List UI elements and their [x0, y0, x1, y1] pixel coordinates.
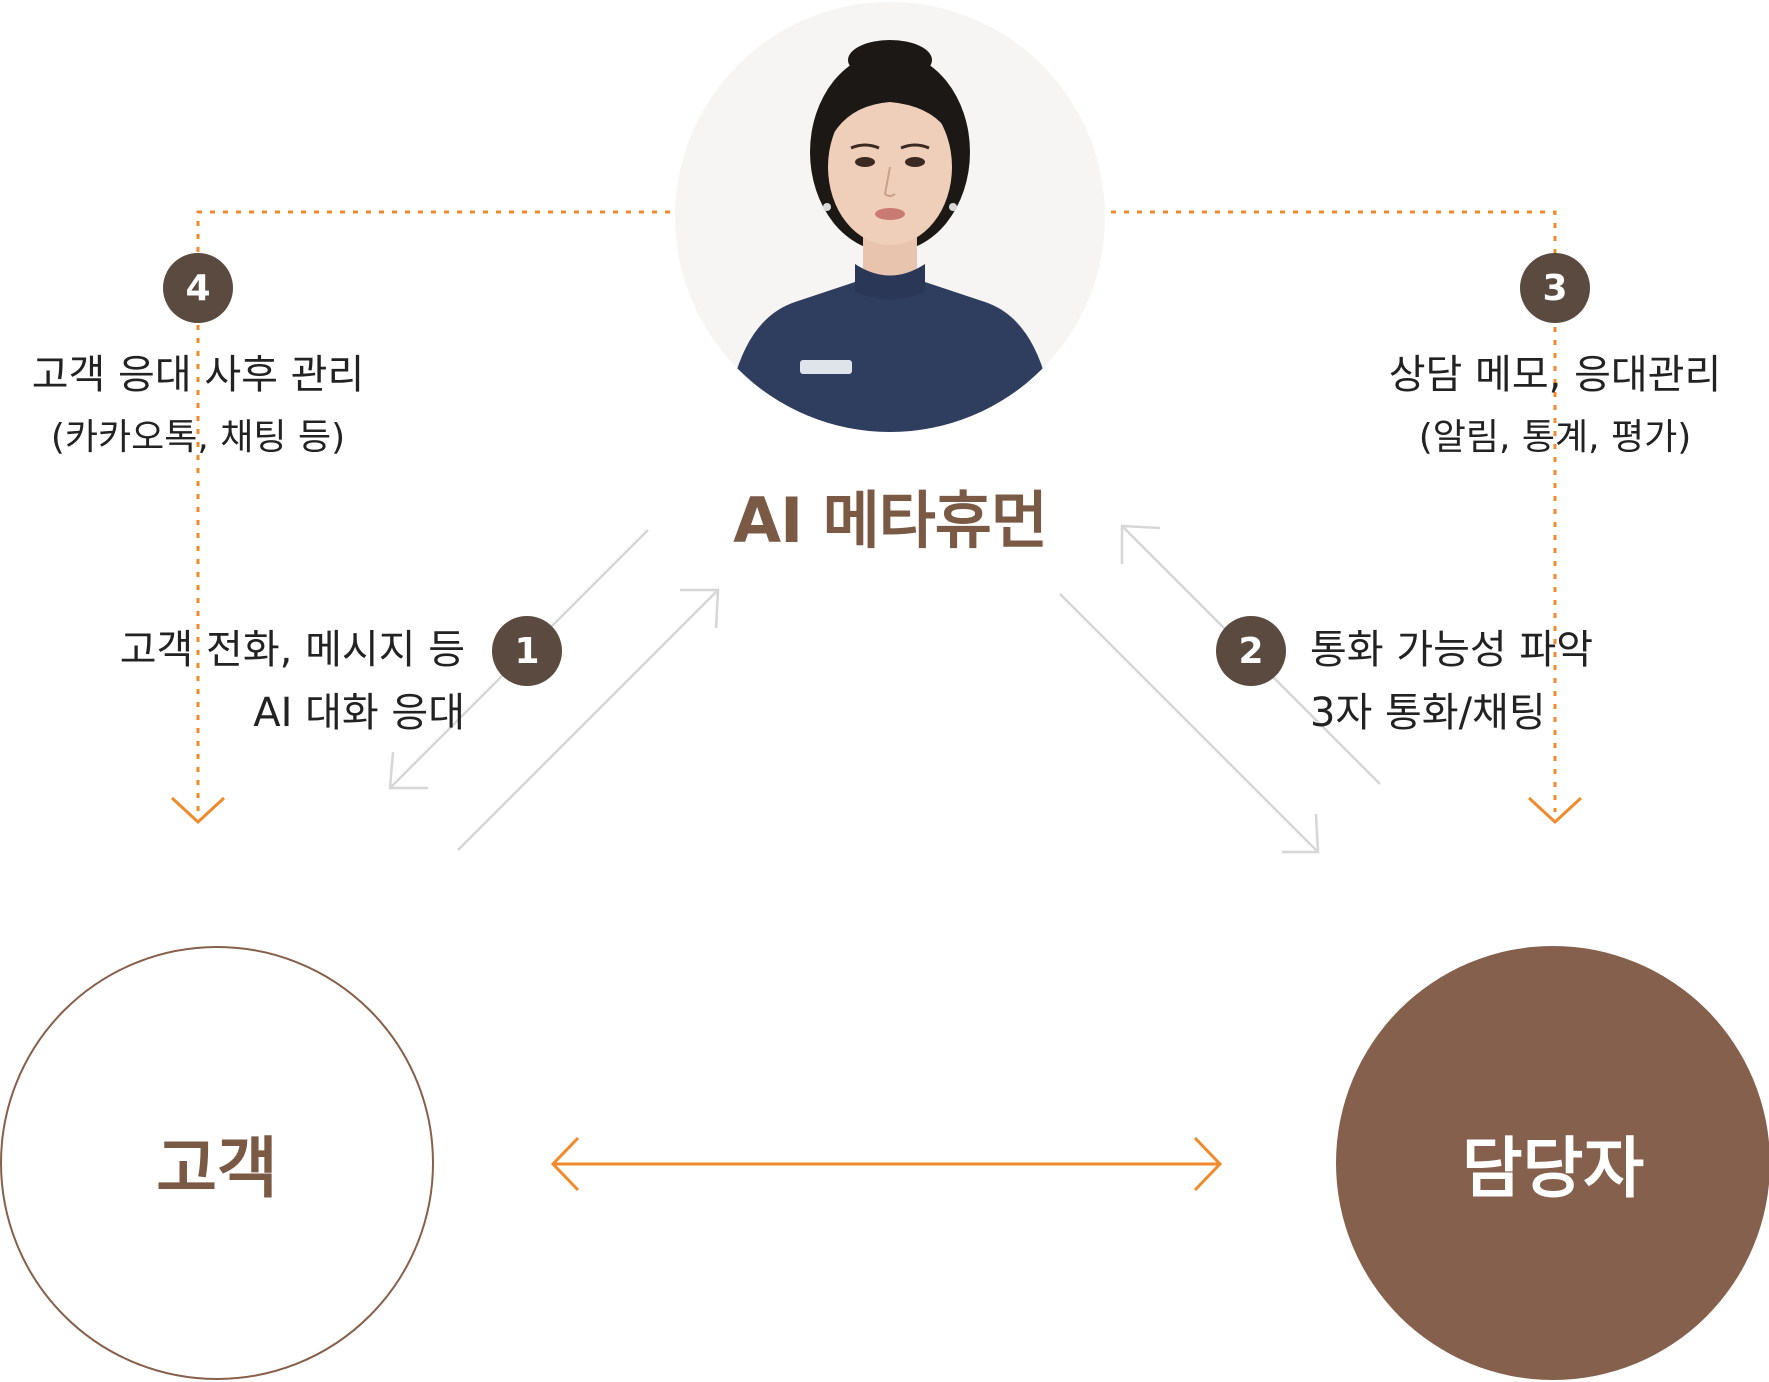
step-1-title: 고객 전화, 메시지 등: [119, 627, 465, 673]
step-4-arrowhead: [170, 796, 226, 825]
metahuman-portrait-icon: [725, 40, 1055, 432]
arrow-customer-to-ai: [457, 589, 719, 851]
ai-metahuman-avatar: [675, 2, 1105, 432]
step-4-subtitle: (카카오톡, 채팅 등): [50, 417, 346, 458]
step-2-subtitle: 3자 통화/채팅: [1310, 690, 1546, 736]
arrow-ai-to-agent-head: [1282, 813, 1320, 854]
step-3-arrowhead: [1527, 796, 1583, 825]
arrow-customer-to-ai-head: [680, 588, 720, 629]
step-1-subtitle: AI 대화 응대: [253, 690, 465, 736]
step-2-badge: 2: [1216, 616, 1286, 686]
arrow-agent-to-ai-head: [1120, 524, 1161, 564]
arrow-ai-to-customer-head: [388, 751, 428, 790]
customer-node: 고객: [0, 946, 434, 1380]
customer-agent-link-right-head: [1193, 1136, 1223, 1192]
step-2-title: 통화 가능성 파악: [1310, 627, 1594, 673]
agent-node: 담당자: [1336, 946, 1769, 1380]
step-1-badge: 1: [492, 616, 562, 686]
step-3-dotted-path: [1085, 210, 1557, 812]
step-3-title: 상담 메모, 응대관리: [1388, 352, 1722, 398]
step-3-subtitle: (알림, 통계, 평가): [1418, 417, 1692, 458]
customer-agent-link-left-head: [550, 1136, 580, 1192]
step-4-badge: 4: [163, 253, 233, 323]
step-4-title: 고객 응대 사후 관리: [31, 352, 365, 398]
agent-label: 담당자: [1461, 1130, 1645, 1207]
ai-metahuman-title: AI 메타휴먼: [733, 484, 1048, 557]
customer-label: 고객: [156, 1130, 278, 1207]
arrow-ai-to-agent: [1059, 593, 1319, 853]
step-4-dotted-path: [196, 210, 670, 812]
step-3-badge: 3: [1520, 253, 1590, 323]
